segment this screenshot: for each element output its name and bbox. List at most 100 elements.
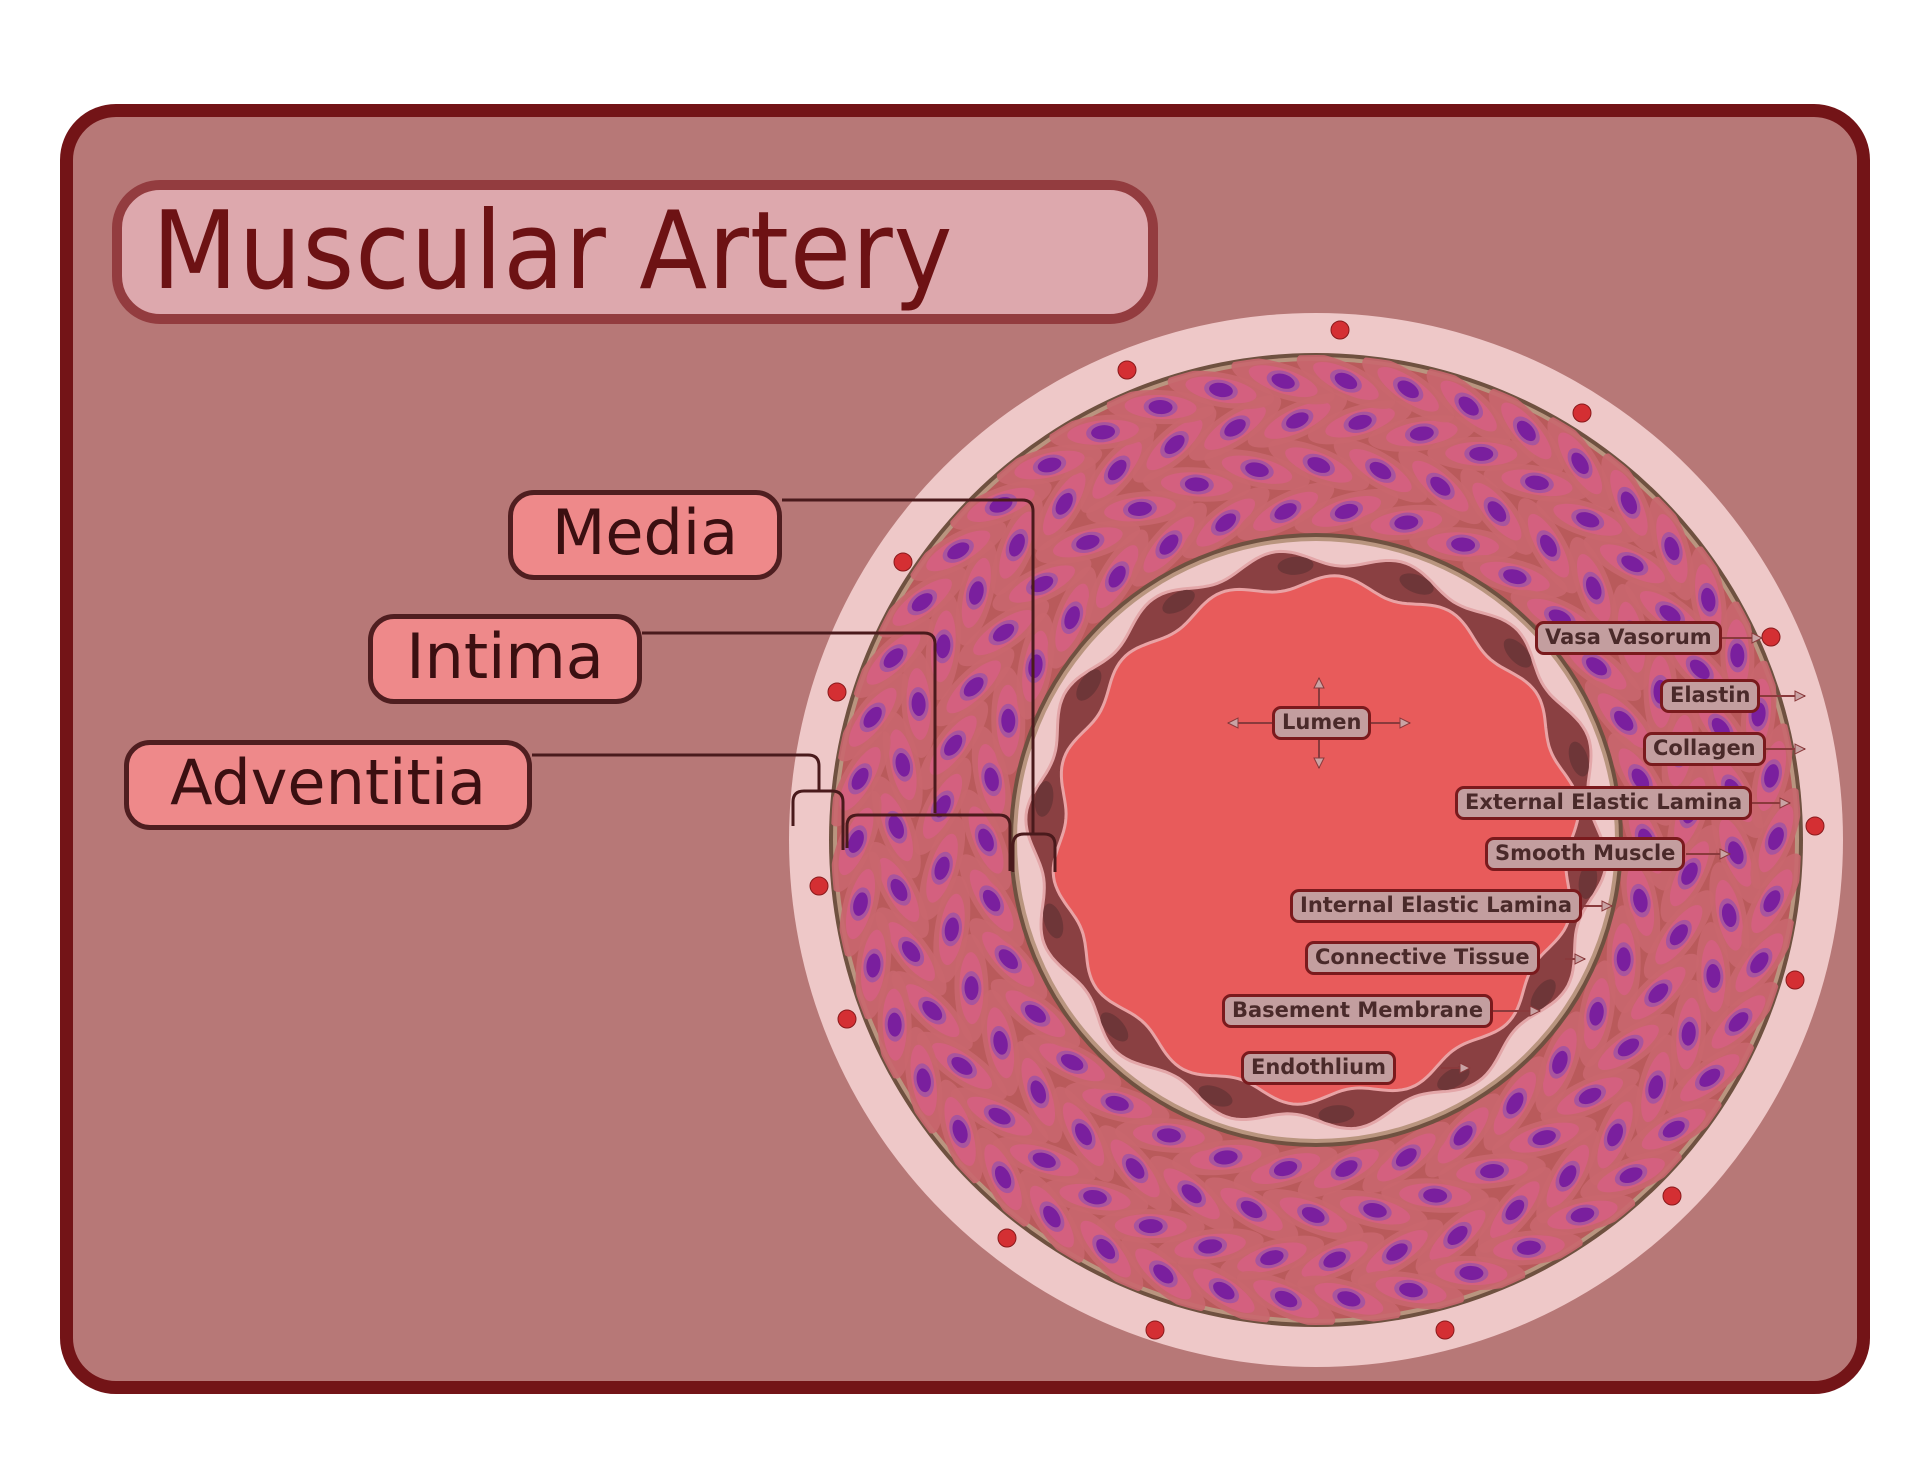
nucleus <box>1213 1281 1235 1300</box>
vasa-vasorum-dot <box>1572 403 1592 423</box>
smooth-muscle-cell <box>1233 1146 1338 1192</box>
nucleus <box>1386 1243 1408 1261</box>
nucleus <box>1681 1021 1696 1046</box>
smooth-muscle-cell <box>1460 468 1534 555</box>
nucleus <box>1469 446 1494 461</box>
nucleus <box>1334 503 1359 519</box>
arrow-head <box>1601 900 1614 912</box>
nucleus <box>1706 963 1721 988</box>
nucleus <box>1153 1264 1174 1284</box>
vasa-vasorum-dot <box>997 1228 1017 1248</box>
nucleus <box>1105 1095 1129 1111</box>
smooth-muscle-cell <box>1671 979 1707 1088</box>
smooth-muscle-cell <box>1106 389 1215 425</box>
vasa-vasorum-dot <box>1117 360 1137 380</box>
nucleus <box>934 795 951 818</box>
endothelial-nucleus <box>1162 589 1195 614</box>
vasa-vasorum-dot <box>809 876 829 896</box>
arrow-head <box>1529 1005 1542 1017</box>
smooth-muscle-cell <box>1181 486 1270 559</box>
nucleus <box>1487 501 1507 522</box>
nucleus <box>951 1056 973 1075</box>
nucleus <box>890 878 908 901</box>
nucleus <box>1728 841 1744 865</box>
vasa-vasorum-dot <box>1662 1186 1682 1206</box>
nucleus <box>883 648 904 668</box>
nucleus <box>1409 426 1434 441</box>
nucleus <box>947 542 970 560</box>
smooth-muscle-cell <box>950 1087 1049 1145</box>
nucleus <box>1240 1200 1263 1219</box>
nucleus <box>901 941 921 962</box>
smooth-muscle-cell <box>990 494 1043 596</box>
smooth-muscle-cell <box>1307 400 1413 445</box>
nucleus <box>936 634 951 659</box>
smooth-muscle-cell <box>1462 555 1568 599</box>
nucleus <box>1030 1080 1047 1104</box>
nucleus <box>1633 888 1648 913</box>
nucleus <box>1213 1150 1238 1165</box>
smooth-muscle-cell <box>1665 1042 1755 1113</box>
nucleus <box>1156 1128 1181 1143</box>
smooth-muscle-cell <box>1741 853 1802 949</box>
nucleus <box>887 1012 902 1037</box>
nucleus <box>1091 425 1116 440</box>
endothelial-nucleus <box>1568 741 1589 777</box>
nucleus <box>916 1068 931 1093</box>
nucleus <box>988 1107 1011 1125</box>
nucleus <box>1127 501 1152 516</box>
smooth-muscle-cell <box>910 520 1007 581</box>
adventitia-leader-line <box>532 753 821 791</box>
smooth-muscle-cell <box>1115 1117 1223 1153</box>
smooth-muscle-cell <box>1580 1150 1682 1201</box>
nucleus <box>1083 1189 1107 1205</box>
nucleus <box>1576 512 1600 528</box>
smooth-muscle-cell <box>1696 922 1731 1030</box>
nucleus <box>1516 1240 1541 1255</box>
label-smooth-muscle: Smooth Muscle <box>1485 837 1686 871</box>
nucleus <box>1334 372 1358 390</box>
smooth-muscle-cell <box>955 540 998 646</box>
vasa-vasorum-dot <box>1761 627 1781 647</box>
smooth-muscle-cell <box>1096 1209 1205 1244</box>
smooth-muscle-cell <box>1296 355 1396 409</box>
label-intima: Intima <box>368 614 642 704</box>
endothelial-nucleus <box>1034 781 1054 817</box>
nucleus <box>1399 1282 1423 1298</box>
nucleus <box>1631 768 1650 791</box>
nucleus <box>1664 536 1680 561</box>
label-basement-membrane: Basement Membrane <box>1222 994 1494 1028</box>
smooth-muscle-cell <box>1649 496 1695 601</box>
nucleus <box>1701 587 1716 612</box>
nucleus <box>1699 1068 1721 1087</box>
nucleus <box>1363 1202 1387 1218</box>
title-box: Muscular Artery <box>112 180 1158 324</box>
nucleus <box>1506 1092 1524 1115</box>
nucleus <box>895 752 911 777</box>
nucleus <box>1578 1087 1602 1105</box>
smooth-muscle-cell <box>1415 1197 1500 1274</box>
nucleus <box>1585 576 1602 600</box>
smooth-muscle-cell <box>1085 529 1149 624</box>
smooth-muscle-cell <box>868 841 929 938</box>
endothelial-nucleus <box>1100 1012 1129 1042</box>
nucleus <box>1395 1148 1417 1167</box>
nucleus <box>1032 1152 1056 1168</box>
smooth-muscle-cell <box>1219 1235 1325 1280</box>
nucleus <box>866 953 881 978</box>
smooth-muscle-cell <box>1475 1230 1583 1266</box>
nucleus <box>1669 924 1688 946</box>
nucleus <box>1335 1160 1358 1177</box>
nucleus <box>952 1119 968 1144</box>
media-leader-line <box>782 498 1035 835</box>
smooth-muscle-cell <box>1350 1219 1444 1285</box>
smooth-muscle-cell <box>1529 1194 1636 1236</box>
smooth-muscle-cell <box>1204 449 1310 491</box>
smooth-muscle-cell <box>1601 453 1657 553</box>
smooth-muscle-cell <box>1322 1189 1428 1231</box>
nucleus <box>1024 1004 1046 1023</box>
smooth-muscle-cell <box>839 851 882 957</box>
nucleus <box>982 889 1001 912</box>
smooth-muscle-cell <box>1032 456 1096 551</box>
nucleus <box>1447 1225 1468 1245</box>
